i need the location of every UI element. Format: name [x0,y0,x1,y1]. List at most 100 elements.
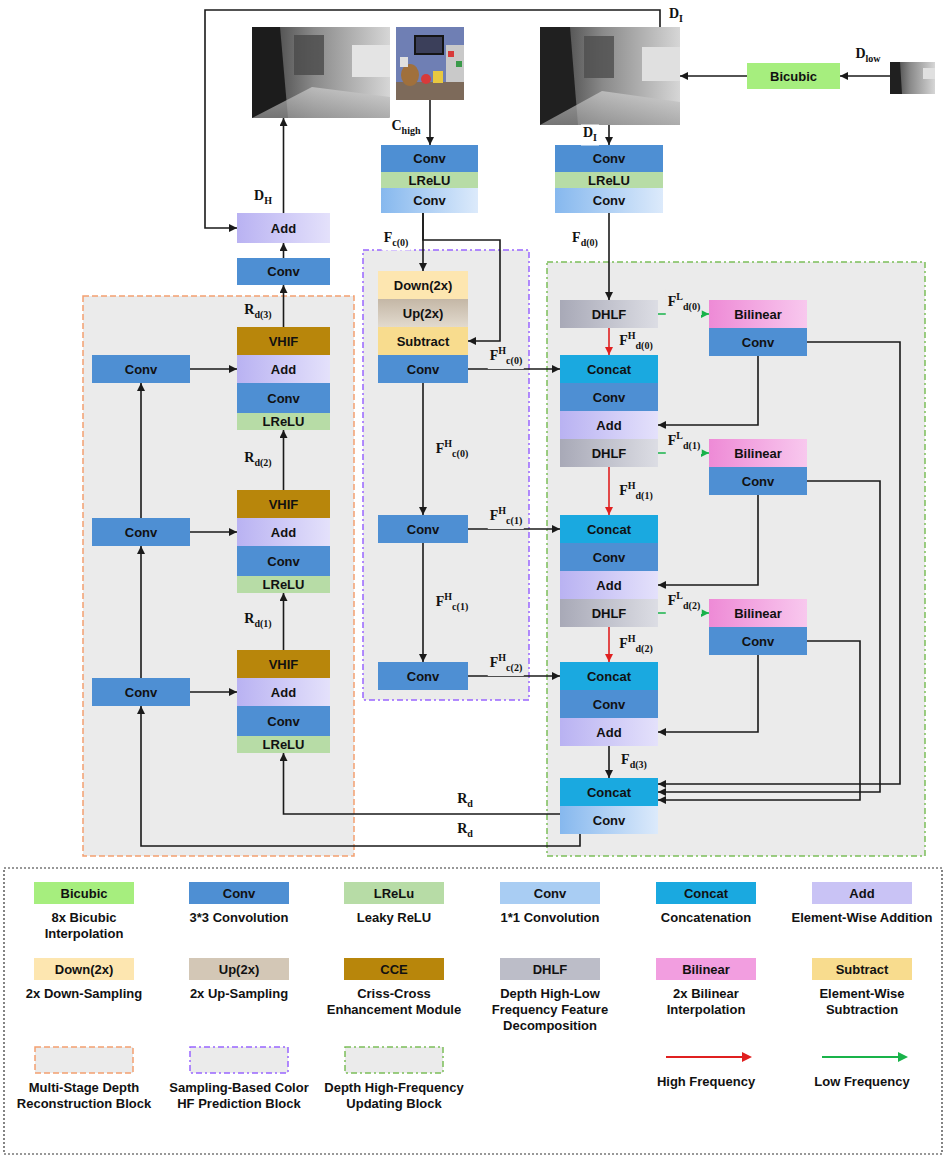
legend-item: Bicubic8x Bicubic Interpolation [11,882,157,942]
symbol-base: F [490,508,499,523]
symbol-base: F [668,593,677,608]
legend-swatch: Conv [500,882,600,904]
concat-box: Concat [560,355,658,383]
legend-swatch-label: Conv [223,886,256,901]
edge-label: Rd [455,821,475,842]
legend-text: 8x Bicubic Interpolation [11,910,157,942]
symbol-base: F [621,752,630,767]
color-input-wire [429,100,431,145]
lrelu-box: LReLU [555,172,663,189]
signal-label: Dlow [853,46,882,67]
symbol-base: D [855,46,865,61]
legend-swatch: Conv [189,882,289,904]
symbol-base: F [619,333,628,348]
legend-sample [344,1046,444,1074]
signal-label: DI [581,125,599,146]
concat-box: Concat [560,662,658,690]
edge-label: Rd(2) [242,450,273,471]
depth-shape [540,91,680,125]
color-shape [416,37,442,53]
legend-item: High Frequency [633,1046,779,1090]
color-shape [400,57,408,67]
symbol-subscript: H [264,195,272,206]
symbol-superscript: H [498,652,506,663]
node-label: Concat [587,362,631,377]
edge-label: Fd(0) [570,230,600,251]
node-label: Subtract [397,334,450,349]
connector [140,383,142,518]
edge-label: FHd(1) [617,478,655,504]
region-sample-box [190,1047,288,1073]
legend-swatch: Down(2x) [34,958,134,980]
symbol-subscript: d(0) [636,340,653,351]
node-label: Conv [593,151,626,166]
node-label: LReLU [263,414,305,429]
legend-sample [656,1046,756,1068]
node-label: Conv [593,390,626,405]
arrow-sample-line [666,1056,742,1058]
depth-ground [540,27,680,125]
legend-text: Low Frequency [789,1074,935,1090]
legend-text: Element-Wise Addition [789,910,935,926]
legend-text: 3*3 Convolution [166,910,312,926]
legend-swatch-label: LReLu [374,886,414,901]
color-image [396,27,464,100]
arrow-sample-head [898,1052,908,1062]
depth-shape [352,45,390,77]
node-label: Add [271,362,296,377]
edge-label: FLd(1) [666,428,702,454]
add-box: Add [560,411,658,439]
node-label: Bicubic [770,69,817,84]
legend-swatch-label: Concat [684,886,728,901]
connector [283,593,285,650]
legend-swatch: Up(2x) [189,958,289,980]
legend-frame [4,868,942,1154]
legend-swatch-label: Bilinear [682,962,730,977]
node-label: Add [596,725,621,740]
legend-item: Depth High-Frequency Updating Block [321,1046,467,1112]
edge-label: FHd(0) [617,328,655,354]
legend-text: Leaky ReLU [321,910,467,926]
node-label: VHIF [269,657,299,672]
legend-item: Up(2x)2x Up-Sampling [166,958,312,1002]
output-depth-image [252,27,390,118]
symbol-superscript: H [498,505,506,516]
node-label: Conv [593,193,626,208]
node-label: DHLF [592,307,627,322]
add-box: Add [237,213,330,243]
symbol-subscript: d(3) [630,759,647,770]
symbol-subscript: I [593,132,597,143]
connector [284,753,561,814]
symbol-subscript: d(1) [254,618,271,629]
node-label: LReLU [588,173,630,188]
node-label: Bilinear [734,307,782,322]
bicubic-box: Bicubic [747,63,840,89]
connector [283,285,285,327]
bicubic-wire [680,75,747,77]
arrow-sample [812,1046,912,1068]
symbol-superscript: H [444,438,452,449]
node-label: Conv [125,362,158,377]
symbol-subscript: d [467,828,473,839]
legend-item: ConcatConcatenation [633,882,779,926]
connector [190,691,237,693]
symbol-subscript: d(3) [254,309,271,320]
add-box: Add [560,718,658,746]
legend-item: AddElement-Wise Addition [789,882,935,926]
symbol-base: D [254,188,264,203]
node-label: Conv [267,391,300,406]
conv3x3-box: Conv [381,145,478,172]
node-label: Concat [587,785,631,800]
symbol-base: R [244,302,254,317]
edge-label: Rd [455,791,475,812]
conv3x3-box: Conv [709,627,807,655]
legend-item: SubtractElement-Wise Subtraction [789,958,935,1018]
symbol-subscript: I [679,13,683,24]
connector [422,543,424,662]
node-label: Conv [742,474,775,489]
node-label: LReLU [409,173,451,188]
symbol-subscript: d(0) [683,301,700,312]
connector [608,627,610,662]
symbol-subscript: c(0) [452,448,468,459]
node-label: DHLF [592,446,627,461]
